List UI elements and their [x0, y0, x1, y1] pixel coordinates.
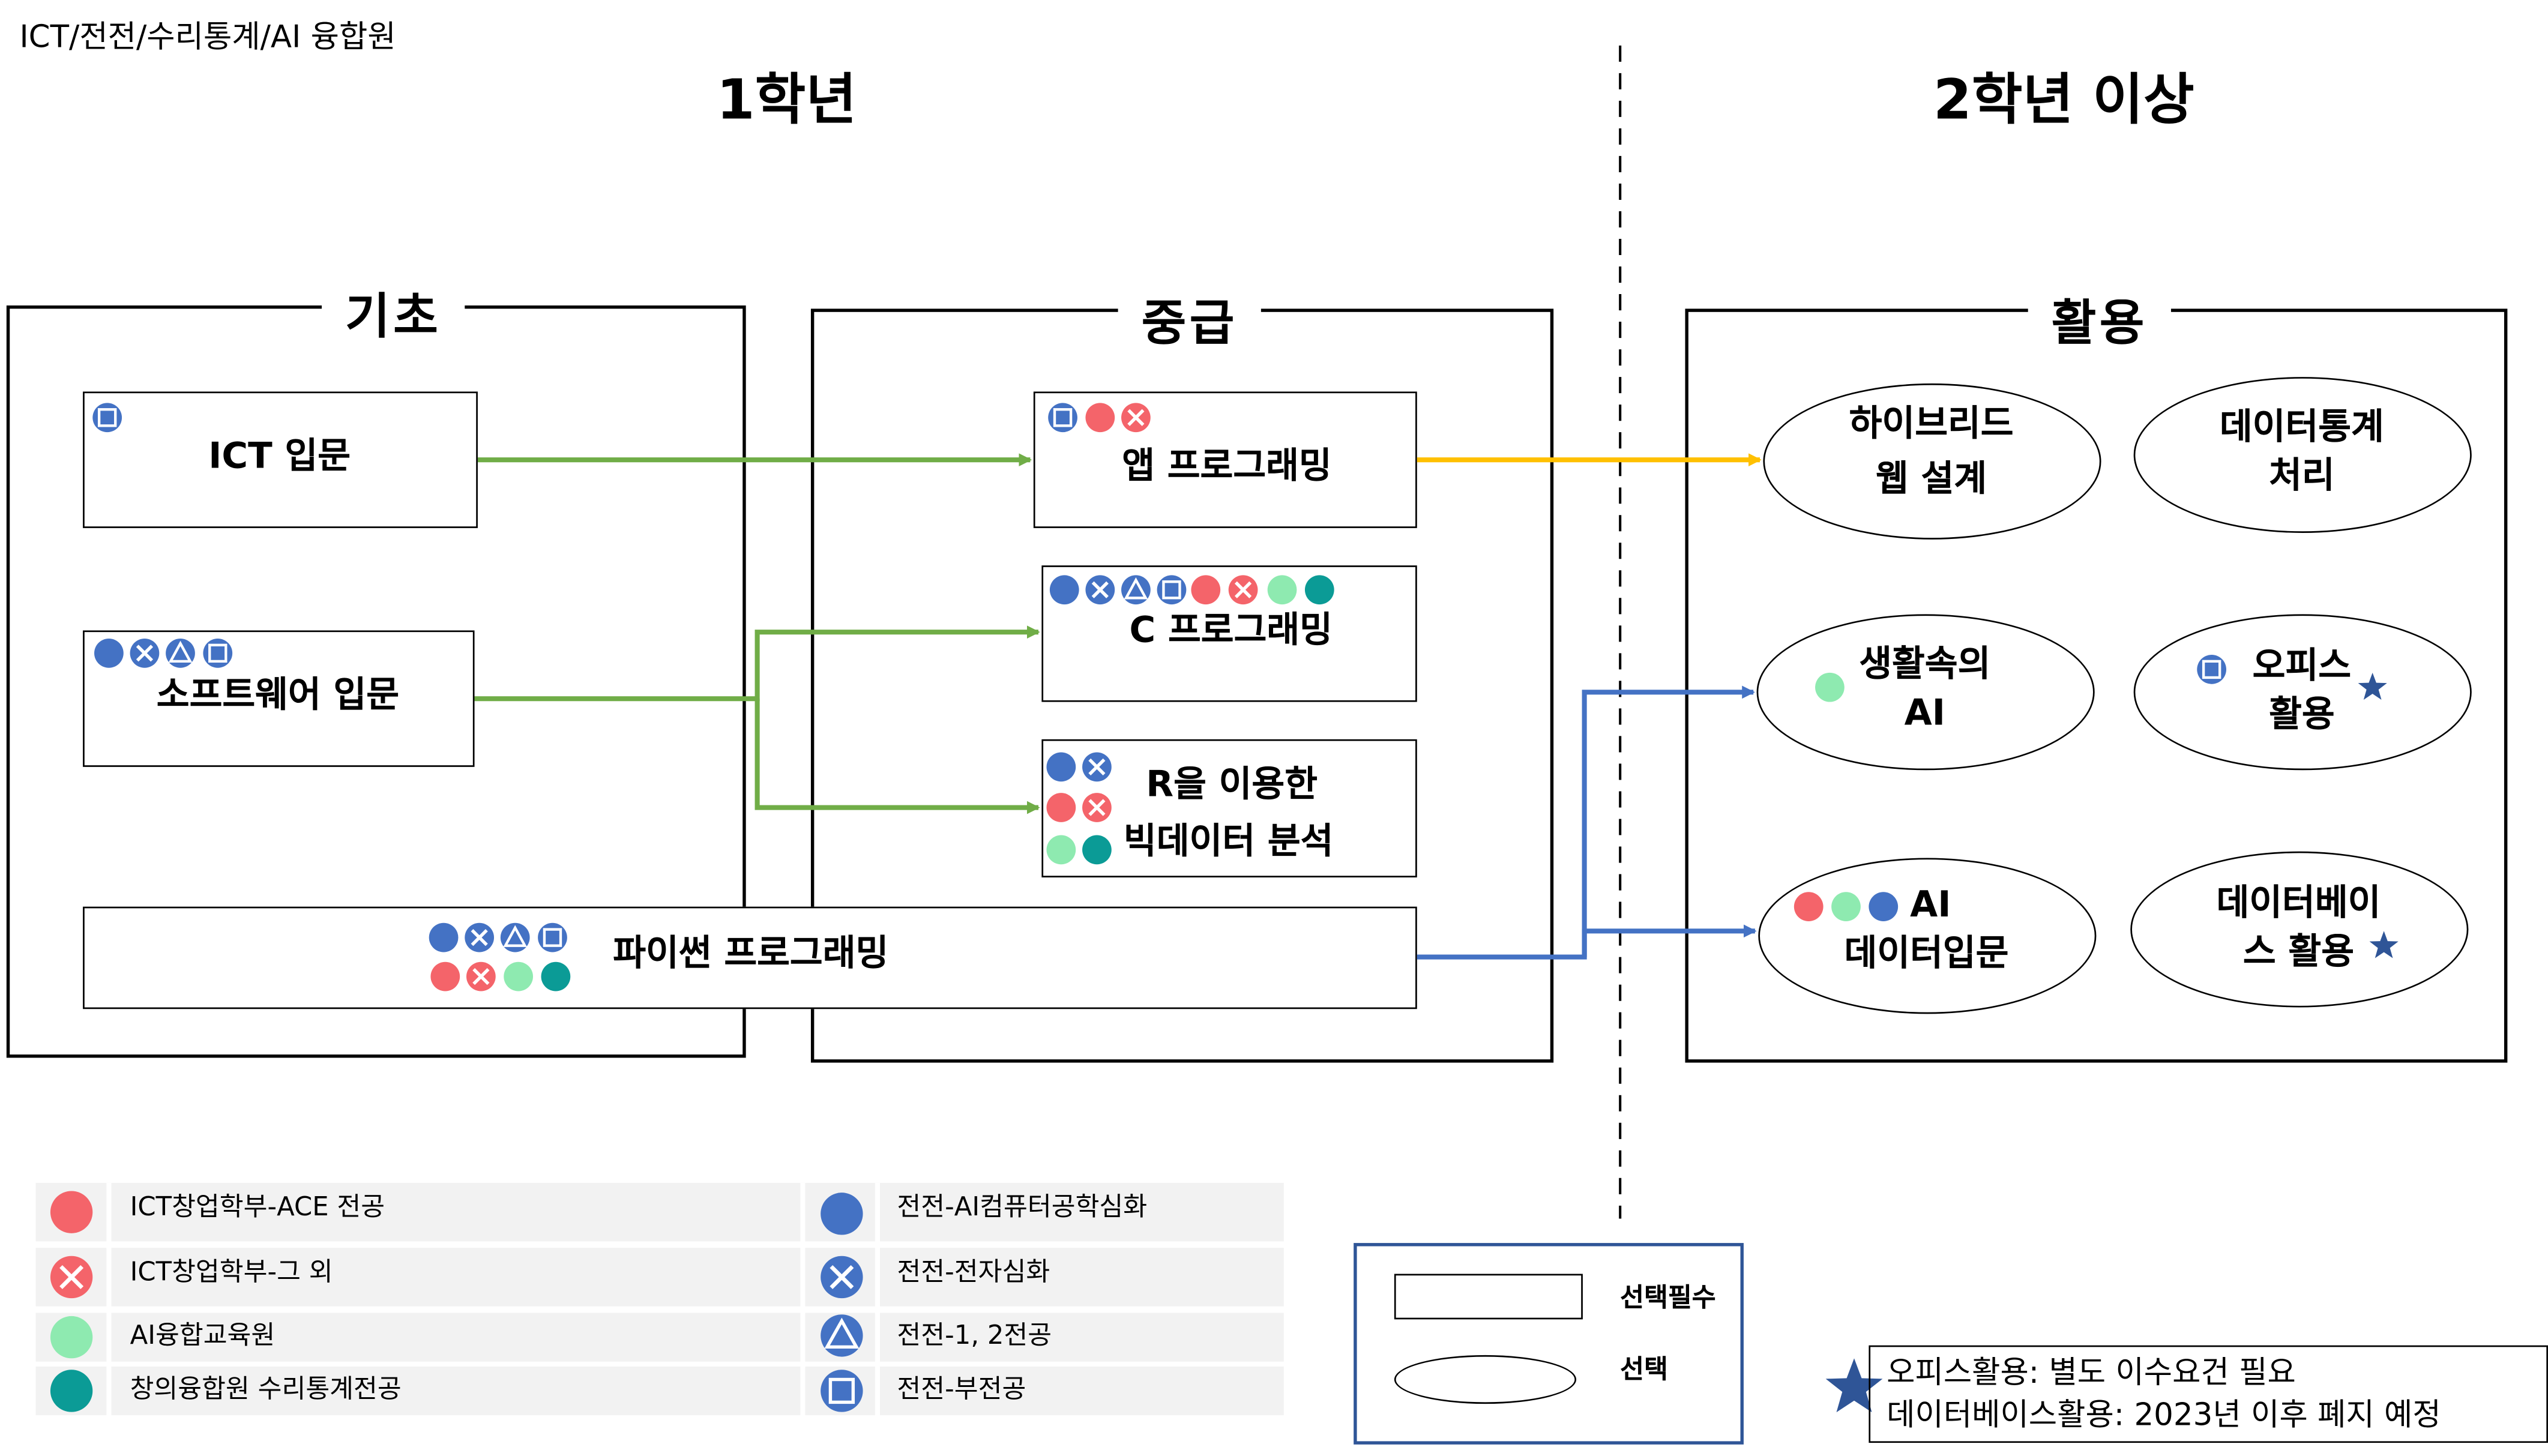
course-ai-data[interactable]: AI 데이터입문: [1758, 858, 2097, 1014]
course-data-stats-label-2: 처리: [2269, 456, 2335, 498]
year1-heading: 1학년: [716, 68, 857, 133]
legend-label: 전전-1, 2전공: [897, 1319, 1052, 1350]
course-sw-intro-label: 소프트웨어 입문: [156, 676, 400, 717]
course-office-label-2: 활용: [2269, 695, 2335, 736]
course-hybrid-web-label-1: 하이브리드: [1849, 405, 2014, 445]
year-divider: [1619, 45, 1622, 1219]
shape-legend-ellipse: [1394, 1355, 1577, 1404]
course-ai-life[interactable]: 생활속의 AI: [1756, 614, 2095, 771]
legend-row: [35, 1248, 1284, 1307]
course-c-prog-label: C 프로그래밍: [1129, 610, 1333, 652]
org-label: ICT/전전/수리통계/AI 융합원: [19, 19, 396, 56]
legend-row: [35, 1313, 1284, 1362]
course-app-prog-label: 앱 프로그래밍: [1122, 447, 1332, 488]
application-group-title: 활용: [2028, 292, 2171, 358]
stats-icon: [50, 1370, 93, 1412]
course-r-bigdata-label-1: R을 이용한: [1146, 765, 1318, 806]
legend-label: AI융합교육원: [130, 1319, 276, 1350]
year2-heading: 2학년 이상: [1933, 68, 2194, 133]
course-data-stats-label-1: 데이터통계: [2219, 408, 2384, 449]
arrow-python-to-ai-life: [1417, 685, 1755, 960]
course-ict-intro[interactable]: ICT 입문: [83, 391, 478, 528]
shape-legend-rect: [1394, 1274, 1583, 1320]
course-database-label-2: 스 활용: [2242, 932, 2355, 973]
course-python-prog-label: 파이썬 프로그래밍: [613, 934, 889, 975]
note-box: 오피스활용: 별도 이수요건 필요 데이터베이스활용: 2023년 이후 폐지 …: [1869, 1345, 2548, 1443]
note-line-2: 데이터베이스활용: 2023년 이후 폐지 예정: [1887, 1397, 2441, 1433]
legend-label: ICT창업학부-그 외: [130, 1256, 333, 1287]
star-icon: [2369, 931, 2399, 958]
note-line-1: 오피스활용: 별도 이수요건 필요: [1887, 1355, 2296, 1391]
ee-ai-icon: [821, 1193, 863, 1235]
shape-legend-ellipse-label: 선택: [1620, 1353, 1668, 1385]
intermediate-group-title: 중급: [1118, 292, 1261, 358]
ai-center-icon: [50, 1316, 93, 1359]
star-icon: [1825, 1358, 1883, 1413]
legend-row: [35, 1182, 1284, 1242]
legend-label: 전전-전자심화: [897, 1256, 1050, 1287]
legend-label: 전전-부전공: [897, 1373, 1026, 1404]
arrow-python-to-ai-data: [1582, 924, 1757, 957]
basic-group-title: 기초: [322, 286, 465, 351]
course-office[interactable]: 오피스 활용: [2133, 614, 2472, 771]
course-database-label-1: 데이터베이: [2216, 883, 2381, 925]
legend-label: 전전-AI컴퓨터공학심화: [897, 1191, 1148, 1222]
ict-other-icon: [50, 1256, 93, 1299]
legend-row: [35, 1366, 1284, 1416]
course-r-bigdata-label-2: 빅데이터 분석: [1123, 822, 1334, 863]
arrow-sw-to-c: [474, 625, 1040, 702]
course-database[interactable]: 데이터베이 스 활용: [2130, 851, 2469, 1008]
legend-label: 창의융합원 수리통계전공: [130, 1373, 402, 1404]
star-icon: [2358, 672, 2387, 700]
legend-label: ICT창업학부-ACE 전공: [130, 1191, 385, 1222]
arrow-sw-to-r: [754, 699, 1040, 814]
shape-legend-rect-label: 선택필수: [1620, 1282, 1716, 1313]
course-ai-life-label-2: AI: [1904, 694, 1945, 735]
ee-elec-icon: [821, 1256, 863, 1299]
course-office-label-1: 오피스: [2252, 646, 2352, 688]
ace-icon: [50, 1191, 93, 1233]
course-python-prog[interactable]: 파이썬 프로그래밍: [83, 906, 1417, 1009]
ee-major-icon: [821, 1314, 863, 1357]
course-ai-life-label-1: 생활속의: [1859, 645, 1991, 686]
course-ai-data-label-2: 데이터입문: [1844, 934, 2009, 975]
course-hybrid-web[interactable]: 하이브리드 웹 설계: [1763, 383, 2101, 540]
course-hybrid-web-label-2: 웹 설계: [1876, 460, 1987, 501]
course-ai-data-label-1: AI: [1910, 885, 1951, 927]
ee-minor-icon: [821, 1370, 863, 1412]
shape-legend: 선택필수 선택: [1354, 1243, 1744, 1445]
course-ict-intro-label: ICT 입문: [208, 437, 351, 478]
course-data-stats[interactable]: 데이터통계 처리: [2133, 377, 2472, 533]
